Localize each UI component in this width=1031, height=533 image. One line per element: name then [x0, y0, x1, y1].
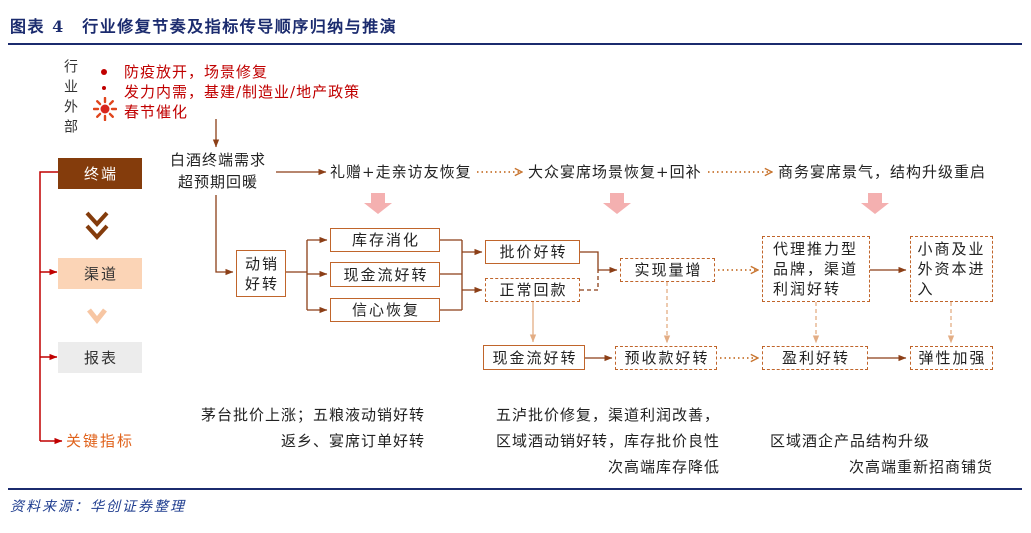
advance-receipts-label: 预收款好转: [624, 349, 710, 367]
stage-terminal-label: 终端: [83, 165, 118, 183]
demand-to-sales-arrow: [215, 195, 234, 276]
volume-label: 实现量增: [634, 261, 703, 279]
external-factor-3: 春节催化: [124, 103, 189, 121]
collection-box: 正常回款: [485, 278, 580, 302]
stage-statement: 报表: [58, 342, 142, 373]
note-line: 次高端库存降低: [607, 458, 720, 476]
bullet-icon: [101, 69, 107, 75]
profit-label: 盈利好转: [781, 349, 850, 367]
stage-bracket-line: [39, 171, 58, 441]
channel-cashflow-label: 现金流好转: [343, 265, 429, 284]
confidence-box: 信心恢复: [330, 298, 440, 322]
collection-merge-line: [580, 270, 599, 291]
external-factor-1: 防疫放开，场景修复: [124, 63, 269, 81]
chevron-down-icon: [87, 308, 107, 325]
pink-down-arrow-3: [861, 193, 889, 214]
note-line: 茅台批价上涨；五粮液动销好转: [200, 406, 425, 424]
sales-improve-label: 动销好转: [244, 254, 279, 293]
stage-channel-label: 渠道: [83, 265, 118, 283]
indicator-note-phase3-line2: 次高端重新招商铺货: [848, 458, 993, 476]
indicator-note-phase2: 五泸批价修复，渠道利润改善， 区域酒动销好转，库存批价良性 次高端库存降低: [470, 402, 720, 480]
new-entrants-label: 小商及业外资本进入: [917, 240, 986, 298]
stage-statement-label: 报表: [83, 349, 118, 367]
confidence-label: 信心恢复: [351, 301, 420, 319]
double-chevron-down-icon: [85, 224, 109, 240]
indicator-note-phase3-line1: 区域酒企产品结构升级: [770, 432, 931, 450]
top-rule: [8, 43, 1022, 45]
price-label: 批价好转: [499, 243, 568, 261]
channel-cashflow-box: 现金流好转: [330, 262, 440, 287]
price-merge-line: [580, 251, 599, 270]
cashflow-label: 现金流好转: [492, 348, 578, 367]
scene-gift: 礼赠+走亲访友恢复: [330, 163, 472, 181]
demand-text: 白酒终端需求 超预期回暖: [160, 149, 276, 193]
demand-line-1: 白酒终端需求: [169, 151, 266, 169]
demand-line-2: 超预期回暖: [177, 173, 258, 191]
note-line: 五泸批价修复，渠道利润改善，: [495, 406, 720, 424]
profit-box: 盈利好转: [762, 346, 868, 370]
elasticity-label: 弹性加强: [918, 349, 987, 367]
new-entrants-box: 小商及业外资本进入: [910, 236, 993, 302]
stage-channel: 渠道: [58, 258, 142, 289]
elasticity-box: 弹性加强: [910, 346, 993, 370]
figure-title: 图表 4 行业修复节奏及指标传导顺序归纳与推演: [10, 17, 398, 36]
sales-improve-box: 动销好转: [236, 250, 286, 297]
sun-icon: [93, 97, 117, 121]
collection-label: 正常回款: [499, 281, 568, 299]
price-box: 批价好转: [485, 240, 580, 264]
advance-receipts-box: 预收款好转: [615, 346, 717, 370]
bottom-rule: [8, 488, 1022, 490]
note-line: 返乡、宴席订单好转: [280, 432, 425, 450]
effects-merge-lines: [440, 239, 462, 311]
external-factors-label: 行业外部: [62, 59, 78, 139]
source-note: 资料来源：华创证券整理: [10, 499, 186, 515]
external-factor-2: 发力内需，基建/制造业/地产政策: [124, 83, 361, 101]
inventory-box: 库存消化: [330, 228, 440, 252]
volume-box: 实现量增: [620, 258, 715, 282]
bullet-icon: [102, 86, 106, 90]
scene-business-banquet: 商务宴席景气，结构升级重启: [778, 163, 987, 181]
brand-profit-box: 代理推力型品牌，渠道利润好转: [762, 236, 870, 302]
cashflow-box: 现金流好转: [483, 345, 585, 370]
inventory-label: 库存消化: [351, 231, 420, 249]
brand-profit-label: 代理推力型品牌，渠道利润好转: [773, 240, 859, 298]
pink-down-arrow-1: [364, 193, 392, 214]
stage-indicators-label: 关键指标: [66, 432, 135, 450]
pink-down-arrow-2: [603, 193, 631, 214]
note-line: 区域酒动销好转，库存批价良性: [495, 432, 720, 450]
double-chevron-down-icon: [85, 211, 109, 227]
indicator-note-phase1: 茅台批价上涨；五粮液动销好转 返乡、宴席订单好转: [150, 402, 425, 454]
scene-mass-banquet: 大众宴席场景恢复+回补: [528, 163, 702, 181]
stage-terminal: 终端: [58, 158, 142, 189]
